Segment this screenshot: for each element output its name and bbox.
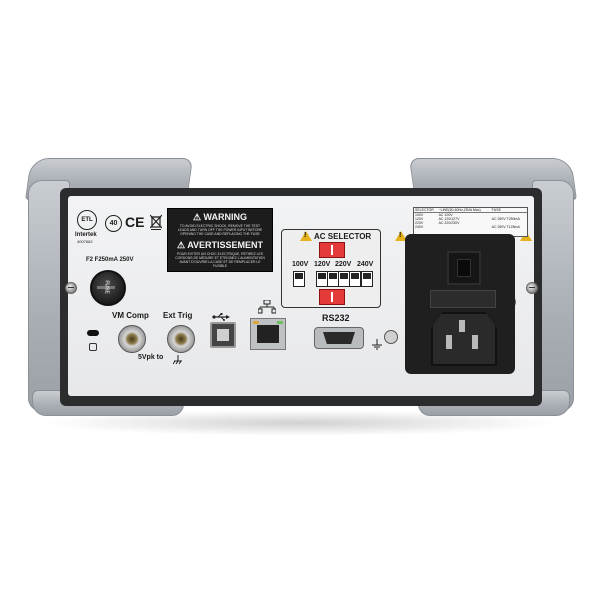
etl-text: ETL: [81, 217, 93, 223]
kensington-slot: [87, 330, 99, 336]
lan-network-icon: [257, 299, 277, 314]
fuse-table-cell: 240V: [415, 225, 424, 229]
fuse-table-cell: [438, 225, 491, 229]
db9-shell: [323, 332, 355, 344]
voltage-label-240v: 240V: [357, 261, 374, 268]
warning-triangle-icon: ⚠: [176, 240, 186, 250]
ac-selector-title: AC SELECTOR: [314, 232, 372, 241]
usb-icon: [212, 309, 230, 321]
environment-code-icon: 40: [105, 215, 122, 232]
ce-mark: CE: [125, 214, 145, 230]
caution-triangle-icon: [395, 231, 407, 241]
ground-icon: [372, 338, 382, 350]
fuse-holder[interactable]: [90, 270, 126, 306]
socket-pin: [446, 335, 452, 349]
screw: [526, 282, 538, 294]
avertissement-title: AVERTISSEMENT: [187, 240, 264, 250]
fuse-table-row: 120V AC 120/127V AC 250V T250mA: [414, 217, 527, 221]
fuse-table-header: SELECTOR ~LINE(50-60Hz,25VA Max) FUSE: [414, 208, 527, 213]
fuse-table-header-fuse: FUSE: [491, 208, 501, 212]
lock-icon: [89, 343, 97, 351]
fuse-drawer[interactable]: [430, 290, 496, 308]
etl-mark-icon: ETL: [77, 210, 97, 230]
dip-switch-220v-b[interactable]: [349, 271, 361, 287]
fuse-table-cell: AC 220/230V: [438, 221, 460, 225]
warning-text: TO AVOID ELECTRIC SHOCK, REMOVE THE TEST…: [177, 224, 263, 236]
caution-triangle-icon: [300, 231, 312, 241]
ac-selector-red-switch-top[interactable]: [319, 242, 345, 258]
warning-title-row: ⚠ WARNING: [168, 212, 272, 223]
dip-switch-100v[interactable]: [293, 271, 305, 287]
chassis-ground-icon: [172, 352, 183, 365]
rj45-led-green: [277, 321, 283, 324]
vm-comp-label: VM Comp: [112, 311, 149, 320]
usb-b-port[interactable]: [210, 322, 236, 348]
fuse-table-cell: AC 250V T125mA: [491, 225, 520, 229]
fuse-table-cell: AC 250V T250mA: [491, 217, 520, 221]
dip-switch-240v[interactable]: [361, 271, 373, 287]
ac-selector-red-switch-bottom[interactable]: [319, 289, 345, 305]
ground-terminal[interactable]: [384, 330, 398, 344]
ethernet-rj45-port[interactable]: [250, 318, 286, 350]
ext-trig-bnc-connector[interactable]: [167, 325, 195, 353]
warning-triangle-icon: ⚠: [192, 212, 202, 222]
fuse-rating-table: SELECTOR ~LINE(50-60Hz,25VA Max) FUSE 10…: [413, 207, 528, 237]
avertissement-text: POUR EVITER UN CHOC ELECTRIQUE, RETIREZ …: [175, 252, 265, 268]
avert-title-row: ⚠ AVERTISSEMENT: [168, 240, 272, 251]
fuse-table-cell: 100V: [415, 213, 424, 217]
vm-comp-bnc-connector[interactable]: [118, 325, 146, 353]
warning-title: WARNING: [203, 212, 248, 222]
fuse-table-row: 240V AC 250V T125mA: [414, 225, 527, 229]
fuse-table-cell: 220V: [415, 221, 424, 225]
fuse-table-row: 220V AC 220/230V: [414, 221, 527, 225]
fuse-table-header-input: ~LINE(50-60Hz,25VA Max): [438, 208, 481, 212]
intertek-label: Intertek: [75, 232, 97, 238]
voltage-label-220v: 220V: [335, 261, 352, 268]
fuse-table-cell: AC 100V: [438, 213, 453, 217]
power-switch[interactable]: [447, 251, 481, 285]
ext-trig-label: Ext Trig: [163, 311, 193, 320]
rs232-db9-port[interactable]: [314, 327, 364, 349]
fuse-label: FUSE: [103, 280, 110, 294]
fuse-table-header-selector: SELECTOR: [415, 208, 434, 212]
fuse-rating-label: F2 F250mA 250V: [86, 257, 134, 263]
rj45-socket: [257, 325, 279, 343]
socket-pin: [459, 320, 465, 332]
socket-pin: [472, 335, 478, 349]
fuse-table-cell: 120V: [415, 217, 424, 221]
fuse-table-cell: AC 120/127V: [438, 217, 460, 221]
vpk-label: 5Vpk to: [138, 354, 164, 361]
voltage-label-120v: 120V: [314, 261, 331, 268]
weee-bin-icon: [149, 214, 163, 230]
fuse-table-row: 100V AC 100V: [414, 213, 527, 217]
code-40-text: 40: [109, 220, 118, 227]
intertek-code: 4007682: [77, 239, 93, 244]
warning-label: ⚠ WARNING TO AVOID ELECTRIC SHOCK, REMOV…: [167, 208, 273, 272]
voltage-label-100v: 100V: [292, 261, 309, 268]
rj45-led-amber: [253, 321, 259, 324]
rs232-label: RS232: [322, 313, 350, 323]
screw: [65, 282, 77, 294]
